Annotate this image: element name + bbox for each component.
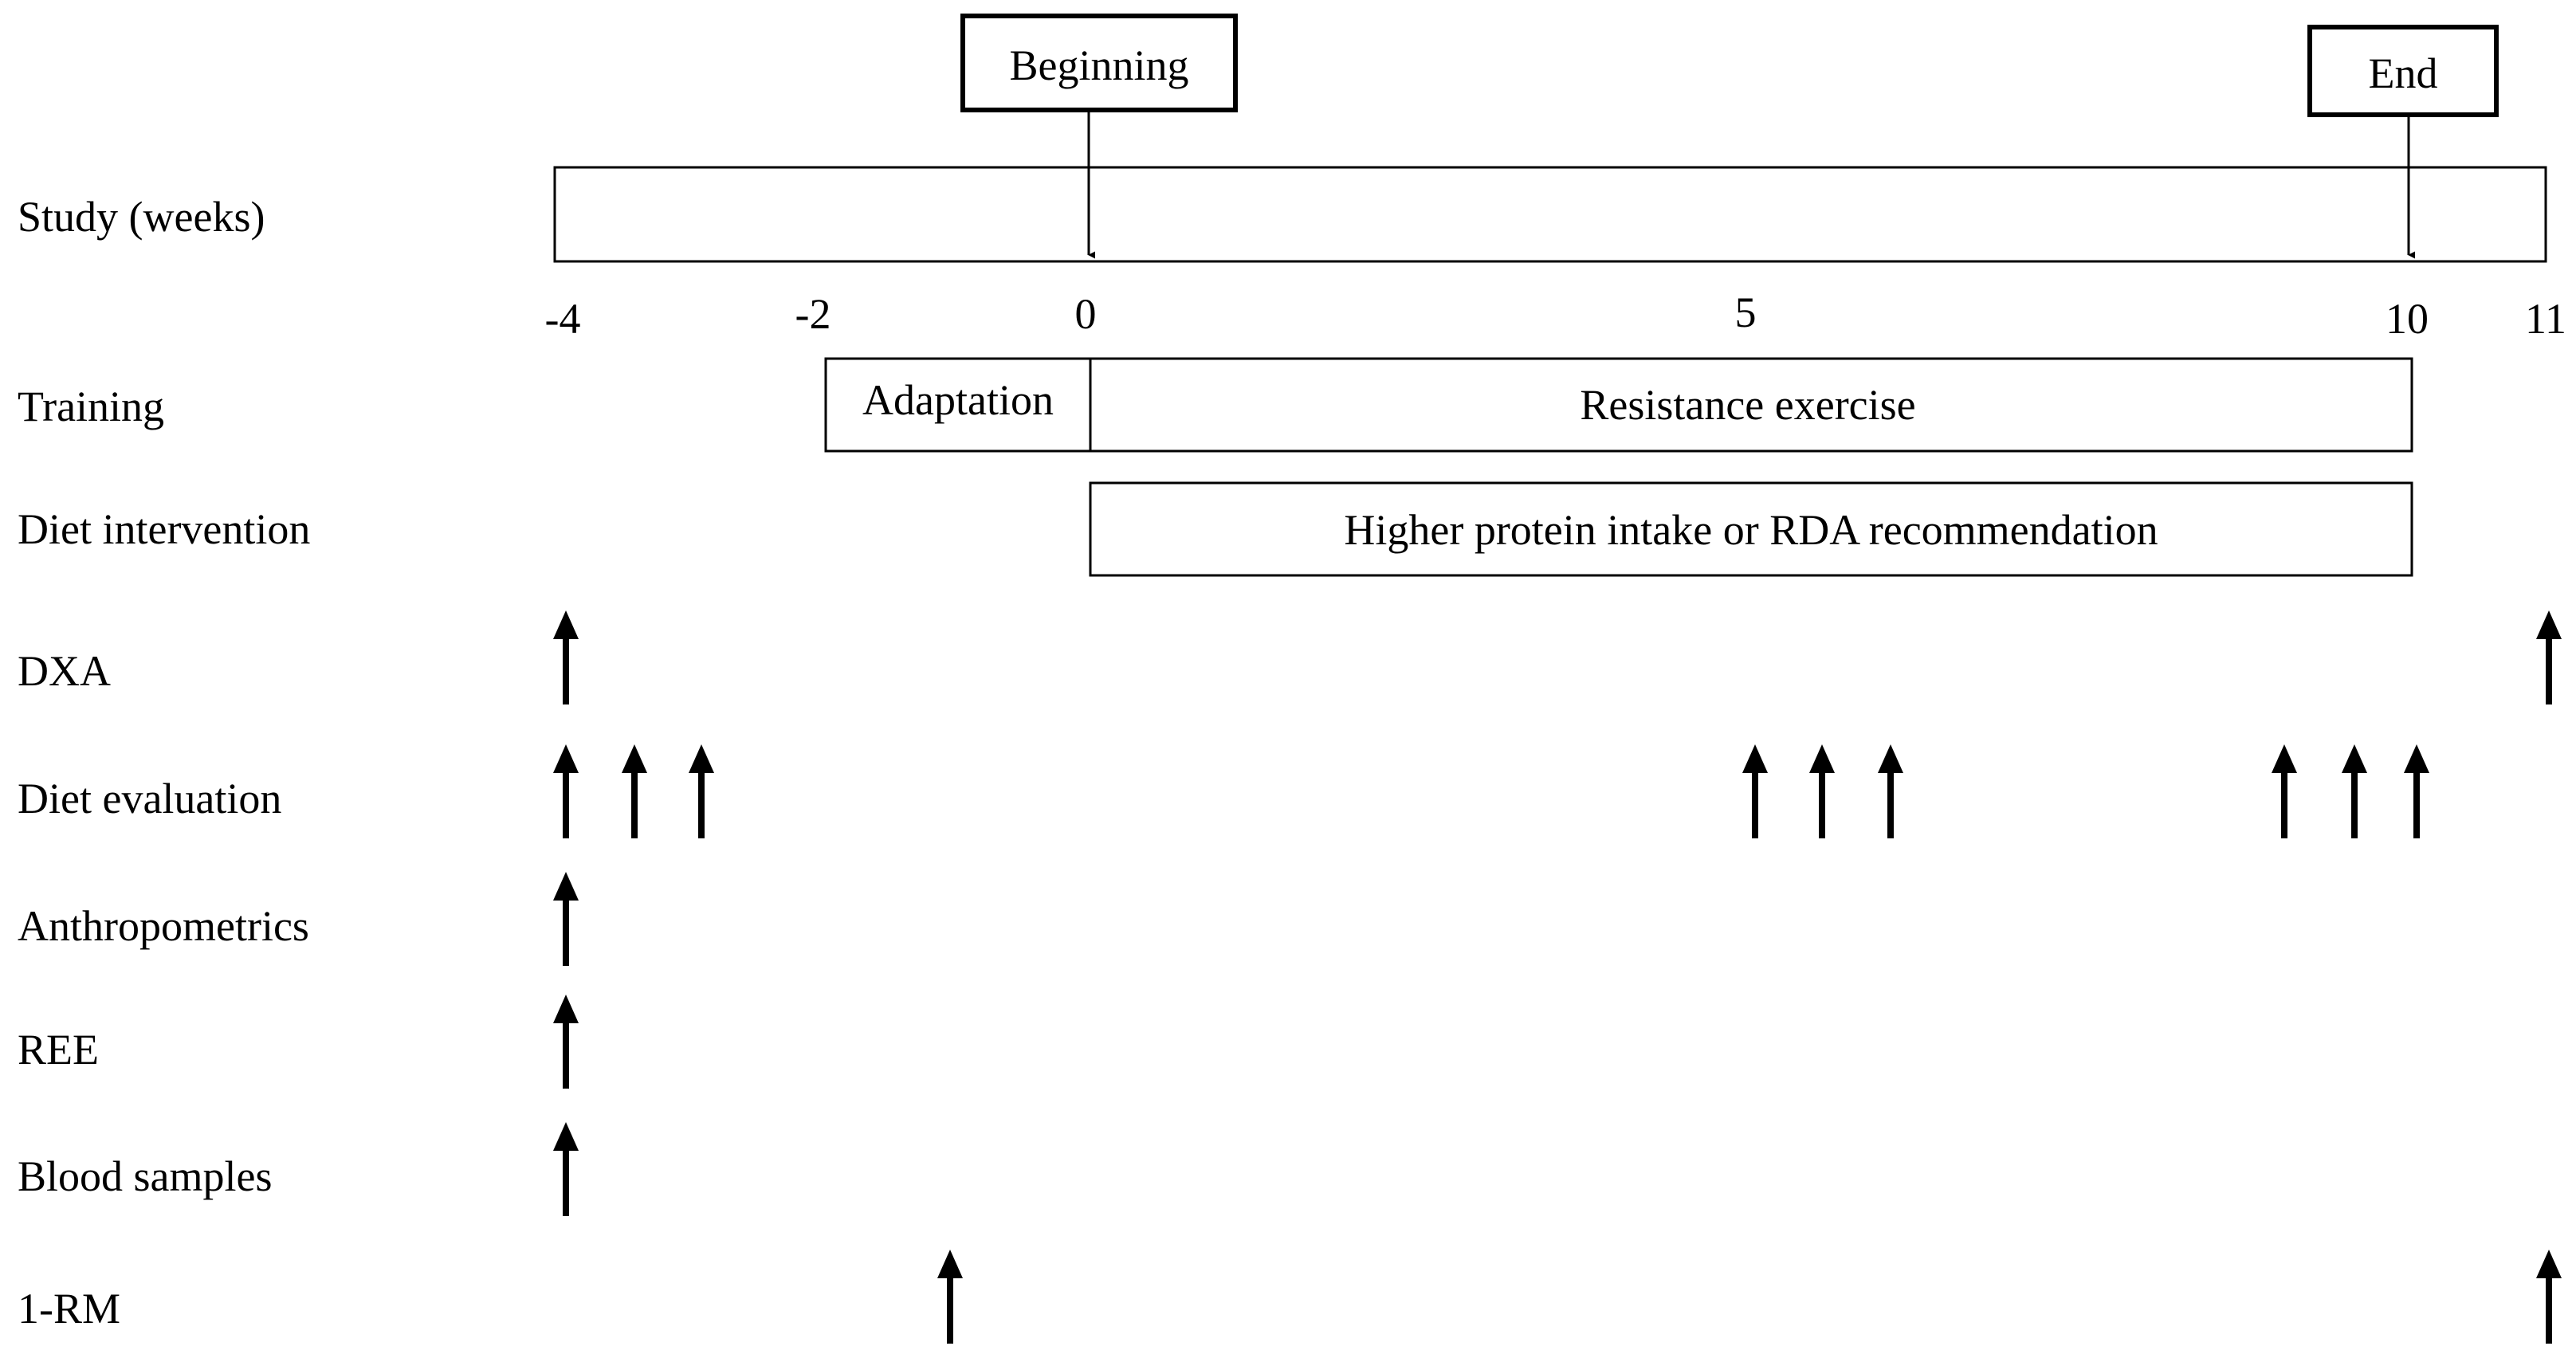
dxa-arrow-week-11 <box>2536 610 2562 704</box>
row-label-anthropometrics: Anthropometrics <box>18 902 309 950</box>
resistance-exercise-box <box>1089 357 2413 453</box>
blood-samples-arrow-week-minus-4 <box>553 1122 579 1216</box>
resistance-exercise-label: Resistance exercise <box>1580 381 1915 429</box>
tick-week-minus-2: -2 <box>795 290 831 338</box>
study-weeks-bar <box>553 166 2547 263</box>
tick-week-0: 0 <box>1075 290 1097 338</box>
diet-intervention-box-label: Higher protein intake or RDA recommendat… <box>1344 506 2158 554</box>
diet-evaluation-arrow-4 <box>1742 744 1768 838</box>
diet-evaluation-arrow-5 <box>1809 744 1835 838</box>
beginning-marker-label: Beginning <box>1010 41 1189 89</box>
diet-evaluation-arrow-6 <box>1878 744 1903 838</box>
tick-week-10: 10 <box>2386 295 2429 343</box>
diet-evaluation-arrow-9 <box>2404 744 2429 838</box>
row-label-diet-evaluation: Diet evaluation <box>18 775 281 822</box>
one-rm-arrow-adaptation <box>937 1250 963 1344</box>
row-label-blood-samples: Blood samples <box>18 1152 273 1200</box>
diet-intervention-box <box>1089 481 2413 577</box>
adaptation-label: Adaptation <box>862 376 1054 424</box>
tick-week-11: 11 <box>2525 295 2566 343</box>
tick-week-5: 5 <box>1735 288 1757 336</box>
dxa-arrow-week-minus-4 <box>553 610 579 704</box>
row-label-diet-intervention: Diet intervention <box>18 505 310 553</box>
beginning-marker-box <box>960 14 1238 112</box>
one-rm-arrow-week-11 <box>2536 1250 2562 1344</box>
row-label-dxa: DXA <box>18 647 111 695</box>
end-marker-label: End <box>2369 49 2438 97</box>
diet-evaluation-arrow-3 <box>689 744 714 838</box>
row-label-ree: REE <box>18 1026 99 1073</box>
row-label-1rm: 1-RM <box>18 1285 120 1332</box>
diet-evaluation-arrow-2 <box>622 744 647 838</box>
end-marker-box <box>2307 25 2499 117</box>
diet-evaluation-arrow-1 <box>553 744 579 838</box>
row-label-study: Study (weeks) <box>18 193 265 241</box>
anthropometrics-arrow-week-minus-4 <box>553 872 579 966</box>
diet-evaluation-arrow-7 <box>2272 744 2297 838</box>
ree-arrow-week-minus-4 <box>553 995 579 1089</box>
row-label-training: Training <box>18 383 164 430</box>
diet-evaluation-arrow-8 <box>2342 744 2367 838</box>
adaptation-box <box>824 357 1092 453</box>
tick-week-minus-4: -4 <box>545 295 581 343</box>
